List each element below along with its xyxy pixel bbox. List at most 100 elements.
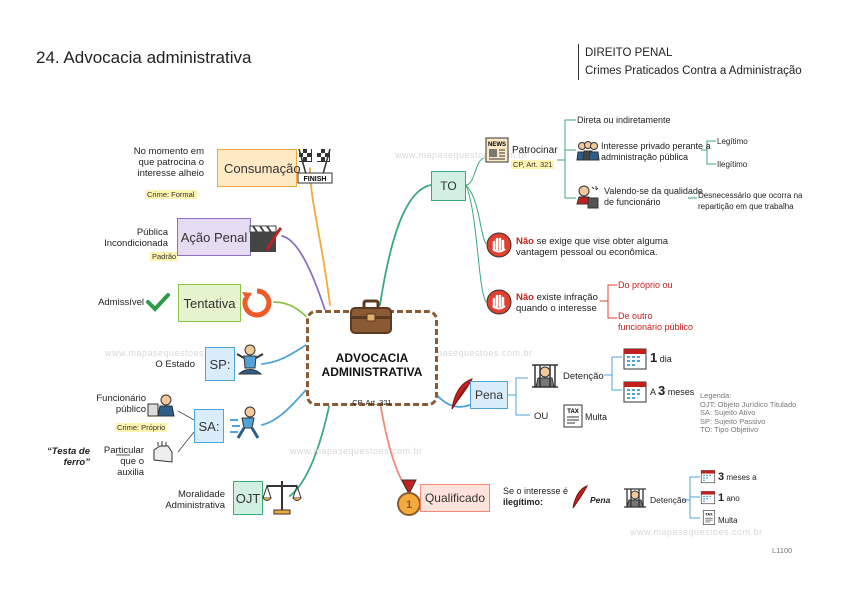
- qualificado-pena-text: Pena: [590, 495, 611, 505]
- tax-document-icon: TAX: [563, 404, 583, 428]
- watermark: www.mapasequestoes.com.br: [630, 527, 763, 537]
- clapperboard-icon: [249, 225, 283, 252]
- sa-node: SA:: [194, 409, 224, 443]
- group-people-icon: [576, 141, 600, 161]
- link-acao-penal: [281, 235, 326, 311]
- sp-node: SP:: [205, 347, 235, 381]
- patrocinar-label: Patrocinar: [512, 145, 558, 156]
- finish-text: FINISH: [304, 176, 327, 183]
- to-label: TO: [440, 179, 457, 193]
- sa-desc-particular: Particular que o auxilia: [103, 445, 144, 478]
- tax-text: TAX: [705, 513, 713, 517]
- direta-text: Direta ou indiretamente: [577, 115, 671, 125]
- tentativa-desc: Admissível: [98, 297, 144, 308]
- acao-penal-label: Ação Penal: [180, 229, 248, 245]
- proprio-text: Do próprio ou: [618, 280, 673, 290]
- consumacao-tag: Crime: Formal: [145, 190, 197, 199]
- checkmark-icon: [146, 293, 170, 312]
- pena-detencao-text: Detenção: [563, 371, 604, 382]
- prison-bars-icon: [532, 364, 558, 388]
- officer-at-desk-icon: [576, 185, 599, 209]
- acao-penal-tag: Padrão: [150, 252, 179, 261]
- pena-label: Pena: [474, 388, 504, 402]
- nao-exige-text: Não se exige que vise obter alguma vanta…: [516, 236, 669, 258]
- watermark: www.mapasequestoes.com.br: [290, 446, 423, 456]
- pena-ou-text: OU: [534, 411, 549, 422]
- page-title: 24. Advocacia administrativa: [36, 48, 252, 67]
- qualificado-label: Qualificado: [424, 491, 486, 505]
- scales-of-justice-icon: [262, 481, 302, 515]
- central-ref: CP, Art. 321: [352, 398, 392, 407]
- watermark: www.mapasequestoes.com.br: [395, 150, 528, 160]
- acao-penal-desc: Pública Incondicionada: [104, 227, 168, 249]
- consumacao-label: Consumação: [224, 160, 301, 176]
- legitimo-text: Legítimo: [717, 137, 748, 146]
- finish-flag-icon: FINISH: [297, 148, 333, 184]
- pena-node: Pena: [470, 381, 508, 409]
- tax-document-icon: TAX: [702, 510, 716, 525]
- sa-label: SA:: [198, 418, 220, 434]
- calendar-icon: [700, 491, 716, 505]
- watermark: www.mapasequestoes.com.br: [105, 348, 238, 358]
- link-consumacao: [309, 167, 331, 306]
- link-to: [379, 184, 432, 306]
- patrocinar-ref: CP, Art. 321: [511, 160, 555, 169]
- acao-penal-node: Ação Penal: [177, 218, 251, 256]
- running-person-icon: [230, 406, 260, 439]
- ojt-label: OJT: [235, 490, 261, 506]
- news-text: NEWS: [488, 142, 506, 148]
- interesse-privado-text: Interesse privado perante a administraçã…: [601, 141, 711, 162]
- qualificado-node: Qualificado: [420, 484, 490, 512]
- consumacao-desc: No momento em que patrocina o interesse …: [133, 146, 204, 179]
- qualificado-min: 3 meses a: [718, 471, 757, 483]
- desnecessario-text: Desnecessário que ocorra na repartição e…: [698, 191, 803, 211]
- ojt-node: OJT: [233, 481, 263, 515]
- nao-existe-text: Não existe infração quando o interesse: [516, 292, 598, 314]
- pena-min: 1 dia: [650, 350, 672, 365]
- chapter-label: Crimes Praticados Contra a Administração: [585, 65, 802, 77]
- subject-label: DIREITO PENAL: [585, 47, 673, 59]
- qualificado-condicao: Se o interesse é ilegítimo:: [503, 486, 569, 507]
- to-node: TO: [431, 171, 466, 201]
- newspaper-icon: NEWS: [485, 137, 509, 163]
- ilegitimo-text: Ilegítimo: [717, 160, 748, 169]
- page-code: L1100: [772, 546, 793, 555]
- sp-desc: O Estado: [155, 359, 195, 370]
- qualificado-max: 1 ano: [718, 492, 740, 504]
- valendo-se-text: Valendo-se da qualidade de funcionário: [604, 186, 703, 207]
- legend: Legenda: OJT: Objeto Jurídico Titulado S…: [700, 391, 797, 434]
- sa-tag: Crime: Próprio: [115, 423, 168, 432]
- central-title: ADVOCACIA ADMINISTRATIVA: [321, 351, 423, 379]
- helping-hand-icon: [153, 441, 173, 463]
- quill-pen-icon: [451, 378, 473, 410]
- pena-max: A 3 meses: [650, 383, 695, 398]
- topic-box: DIREITO PENAL Crimes Praticados Contra a…: [578, 44, 802, 80]
- central-node: ADVOCACIA ADMINISTRATIVA CP, Art. 321: [306, 299, 438, 407]
- briefcase-icon: [350, 299, 392, 334]
- tax-text: TAX: [567, 409, 579, 415]
- stop-hand-icon: [486, 289, 512, 315]
- sp-label: SP:: [209, 356, 231, 372]
- calendar-icon: [623, 381, 647, 403]
- medal-number: 1: [406, 499, 412, 511]
- medal-icon: 1: [397, 479, 421, 516]
- watermark: www.mapasequestoes.com.br: [400, 348, 533, 358]
- sa-desc-funcionario: Funcionário público: [96, 393, 146, 415]
- tentativa-node: Tentativa: [178, 284, 241, 322]
- calendar-icon: [623, 348, 647, 370]
- consumacao-node: Consumação: [217, 149, 301, 187]
- retry-icon: [242, 288, 272, 318]
- testa-de-ferro-quote: “Testa de ferro”: [47, 446, 90, 468]
- link-sa: [261, 389, 307, 426]
- qualificado-detencao-text: Detenção: [650, 495, 687, 505]
- qualificado-multa-text: Multa: [718, 516, 738, 525]
- stop-hand-icon: [486, 232, 512, 258]
- quill-pen-icon: [572, 485, 589, 509]
- public-servant-icon: [147, 394, 175, 417]
- calendar-icon: [700, 470, 716, 484]
- tentativa-label: Tentativa: [183, 295, 236, 311]
- pena-multa-text: Multa: [585, 412, 608, 422]
- prison-bars-icon: [624, 488, 646, 508]
- link-sp: [261, 344, 307, 365]
- meditating-person-icon: [236, 344, 264, 375]
